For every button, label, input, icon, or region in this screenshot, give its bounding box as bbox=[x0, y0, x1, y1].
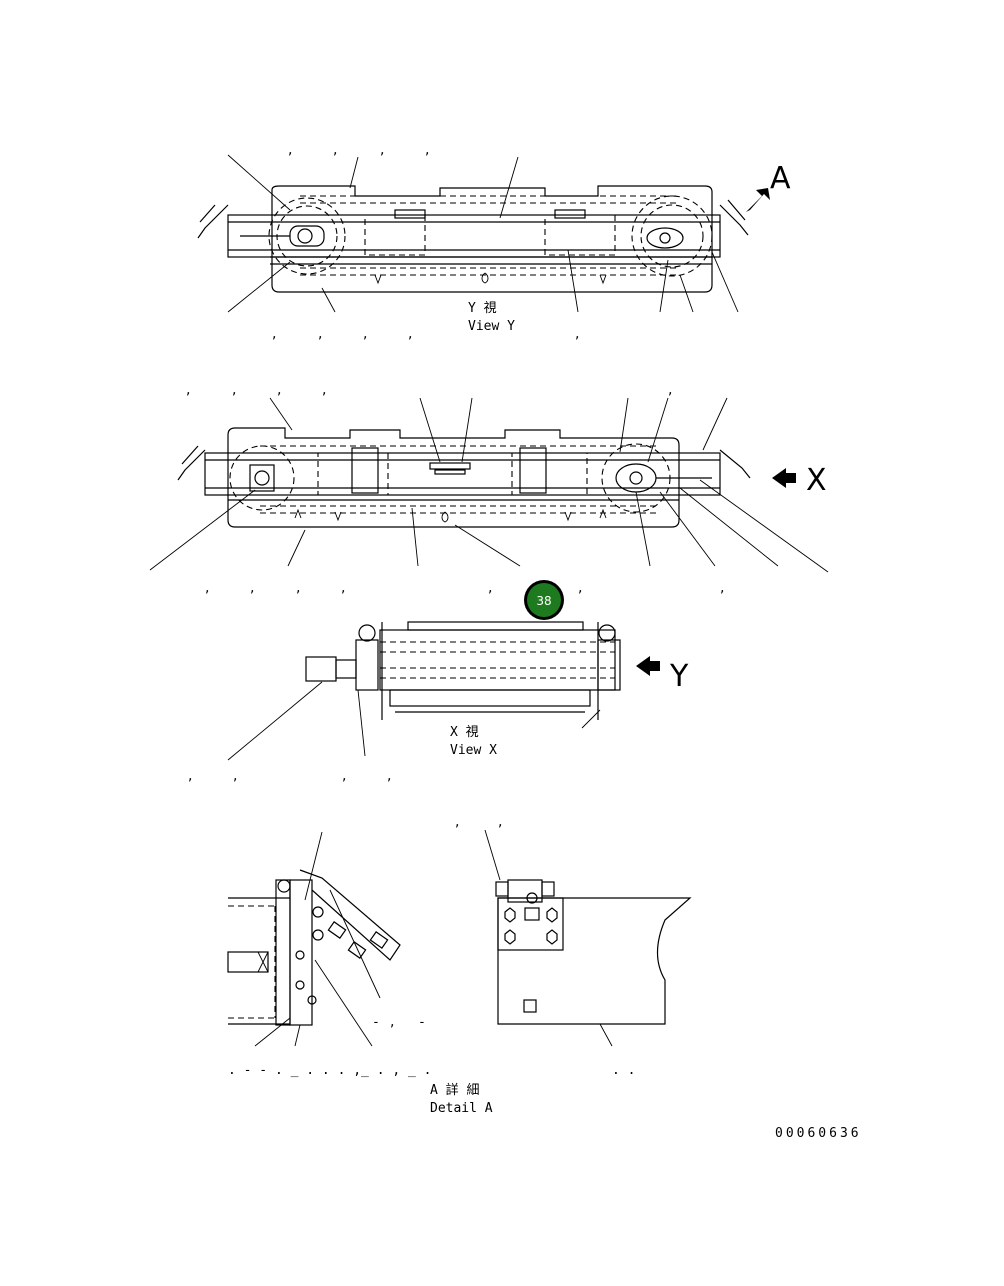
svg-text:,: , bbox=[188, 768, 192, 784]
svg-text:,: , bbox=[578, 580, 582, 596]
arrow-y: Y bbox=[636, 656, 689, 694]
svg-text:,: , bbox=[363, 326, 367, 342]
svg-text:,: , bbox=[668, 382, 672, 398]
badge-label: 38 bbox=[536, 594, 551, 608]
svg-text:,: , bbox=[455, 814, 459, 830]
svg-text:,: , bbox=[408, 326, 412, 342]
detail-a-title-jp: A 詳 細 bbox=[430, 1082, 479, 1098]
svg-text:,: , bbox=[205, 580, 209, 596]
view-y-title-jp: Y 視 bbox=[468, 301, 497, 316]
svg-text:,: , bbox=[233, 768, 237, 784]
svg-text:,: , bbox=[498, 814, 502, 830]
svg-text:,: , bbox=[288, 142, 292, 158]
arrow-x: X bbox=[772, 463, 827, 498]
detail-a-left-drawing: , . - - . _ . . . ,_ . , _ . - - bbox=[227, 831, 432, 1078]
svg-text:,: , bbox=[250, 580, 254, 596]
svg-text:,: , bbox=[488, 580, 492, 596]
view-x-title: View X bbox=[450, 743, 497, 758]
detail-a-right-drawing: , , . . bbox=[455, 814, 692, 1078]
svg-text:,: , bbox=[387, 768, 391, 784]
side-view-drawing: , , , , , , , , , , , , bbox=[149, 382, 829, 596]
svg-text:-: - bbox=[418, 1015, 426, 1030]
svg-text:,: , bbox=[341, 580, 345, 596]
arrow-x-label: X bbox=[806, 463, 827, 498]
svg-text:,: , bbox=[296, 580, 300, 596]
svg-text:,: , bbox=[333, 142, 337, 158]
svg-text:,: , bbox=[342, 768, 346, 784]
arrow-a: A bbox=[746, 161, 791, 212]
callout-badge[interactable]: 38 bbox=[524, 580, 564, 620]
svg-text:. - - . _ . . . ,_ . , _ .: . - - . _ . . . ,_ . , _ . bbox=[228, 1063, 432, 1078]
svg-text:,: , bbox=[322, 382, 326, 398]
svg-text:,: , bbox=[390, 1014, 394, 1030]
svg-text:,: , bbox=[232, 382, 236, 398]
svg-text:,: , bbox=[277, 382, 281, 398]
svg-text:-: - bbox=[372, 1015, 380, 1030]
arrow-y-label: Y bbox=[669, 659, 689, 694]
drawing-number: 00060636 bbox=[775, 1126, 862, 1141]
svg-text:,: , bbox=[186, 382, 190, 398]
svg-text:,: , bbox=[380, 142, 384, 158]
view-y-title: View Y bbox=[468, 319, 515, 334]
view-x-drawing: , , , , bbox=[188, 621, 621, 784]
svg-text:,: , bbox=[720, 580, 724, 596]
view-y-drawing: , , , , , , , , , bbox=[197, 142, 749, 342]
badge-fill bbox=[527, 583, 561, 617]
svg-text:,: , bbox=[272, 326, 276, 342]
svg-text:,: , bbox=[575, 326, 579, 342]
svg-text:,: , bbox=[425, 142, 429, 158]
arrow-a-label: A bbox=[770, 161, 791, 196]
svg-text:. .: . . bbox=[612, 1063, 635, 1078]
svg-text:,: , bbox=[318, 326, 322, 342]
detail-a-title: Detail A bbox=[430, 1101, 493, 1116]
view-x-title-jp: X 視 bbox=[450, 725, 479, 740]
